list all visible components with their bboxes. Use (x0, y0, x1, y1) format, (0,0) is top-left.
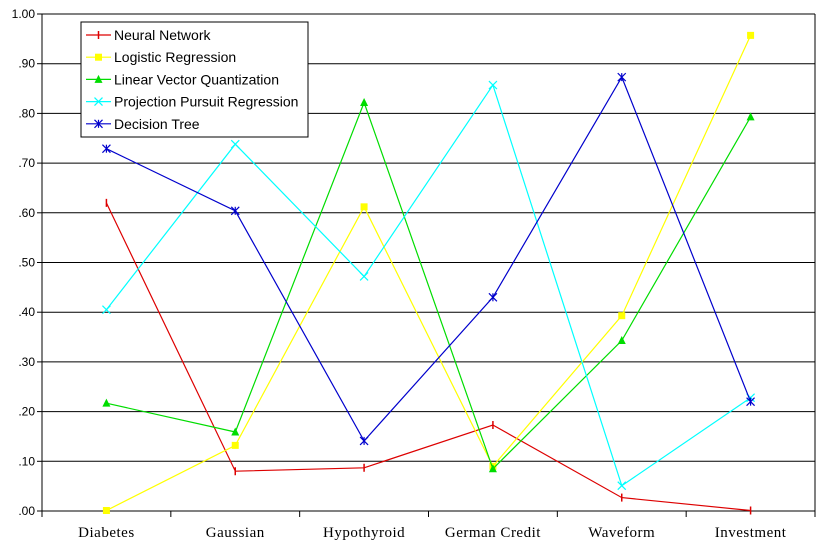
data-point (746, 112, 755, 121)
marker-stroke (617, 481, 627, 491)
legend-label: Decision Tree (114, 116, 200, 132)
marker-stroke (101, 305, 111, 315)
y-tick-label: 1.00 (12, 7, 36, 21)
x-tick-label: Diabetes (78, 525, 134, 541)
y-tick-label: .20 (18, 405, 35, 419)
data-point (101, 305, 111, 315)
data-point (230, 206, 240, 216)
marker-square (618, 312, 626, 320)
y-tick-label: .90 (18, 57, 35, 71)
legend-label: Logistic Regression (114, 49, 236, 65)
series-line-3 (105, 83, 751, 487)
axes (37, 13, 816, 517)
marker-triangle (102, 398, 111, 407)
marker-triangle (488, 464, 497, 473)
y-tick-label: .00 (18, 504, 35, 518)
marker-stroke (230, 139, 240, 149)
series-lines (101, 31, 756, 515)
data-point (617, 72, 627, 82)
legend-marker (95, 53, 102, 61)
marker-triangle (746, 112, 755, 121)
marker-square (102, 507, 110, 515)
y-tick-label: .10 (18, 454, 35, 468)
marker-triangle (360, 97, 369, 106)
data-point (488, 464, 497, 473)
marker-triangle (617, 336, 626, 345)
legend-marker (94, 119, 103, 129)
series-line-0 (105, 202, 751, 512)
marker-triangle (94, 74, 103, 83)
data-point (101, 144, 111, 154)
series-line-1 (106, 35, 752, 512)
marker-square (95, 53, 102, 61)
y-tick-label: .80 (18, 106, 35, 120)
x-tick-label: German Credit (445, 525, 541, 541)
data-point (617, 336, 626, 345)
series-line-4 (106, 75, 752, 442)
series-line-2 (106, 100, 752, 470)
data-point (747, 31, 755, 39)
data-point (359, 271, 369, 281)
x-tick-label: Hypothyroid (323, 525, 405, 541)
legend-marker (94, 74, 103, 83)
marker-triangle (231, 427, 240, 436)
gridlines (42, 13, 815, 462)
marker-square (231, 441, 239, 449)
data-point (488, 292, 498, 302)
legend-label: Projection Pursuit Regression (114, 94, 298, 110)
data-point (102, 398, 111, 407)
data-point (746, 397, 756, 407)
x-tick-label: Investment (715, 525, 787, 541)
data-point (360, 97, 369, 106)
y-tick-label: .30 (18, 355, 35, 369)
x-tick-label: Waveform (588, 525, 655, 541)
data-point (102, 507, 110, 515)
legend-marker (94, 97, 103, 107)
y-tick-label: .70 (18, 156, 35, 170)
data-point (360, 203, 368, 211)
y-axis-tick-labels: .00 .10 .20 .30 .40 .50 .60 .70 .80 .90 1.00 (12, 7, 36, 518)
data-point (488, 80, 498, 90)
marker-square (360, 203, 368, 211)
data-point (618, 312, 626, 320)
x-tick-label: Gaussian (206, 525, 265, 541)
legend-label: Neural Network (114, 27, 211, 43)
marker-square (747, 31, 755, 39)
data-point (230, 139, 240, 149)
data-point (231, 427, 240, 436)
data-point (617, 481, 627, 491)
marker-stroke (488, 80, 498, 90)
legend-box (80, 21, 309, 138)
marker-stroke (359, 271, 369, 281)
x-axis-tick-labels: Diabetes Gaussian Hypothyroid German Credit… (78, 525, 787, 541)
marker-stroke (94, 97, 103, 107)
y-tick-label: .60 (18, 206, 35, 220)
y-tick-label: .50 (18, 256, 35, 270)
data-point (359, 436, 369, 446)
legend-label: Linear Vector Quantization (114, 71, 279, 87)
y-tick-label: .40 (18, 305, 35, 319)
data-point (231, 441, 239, 449)
